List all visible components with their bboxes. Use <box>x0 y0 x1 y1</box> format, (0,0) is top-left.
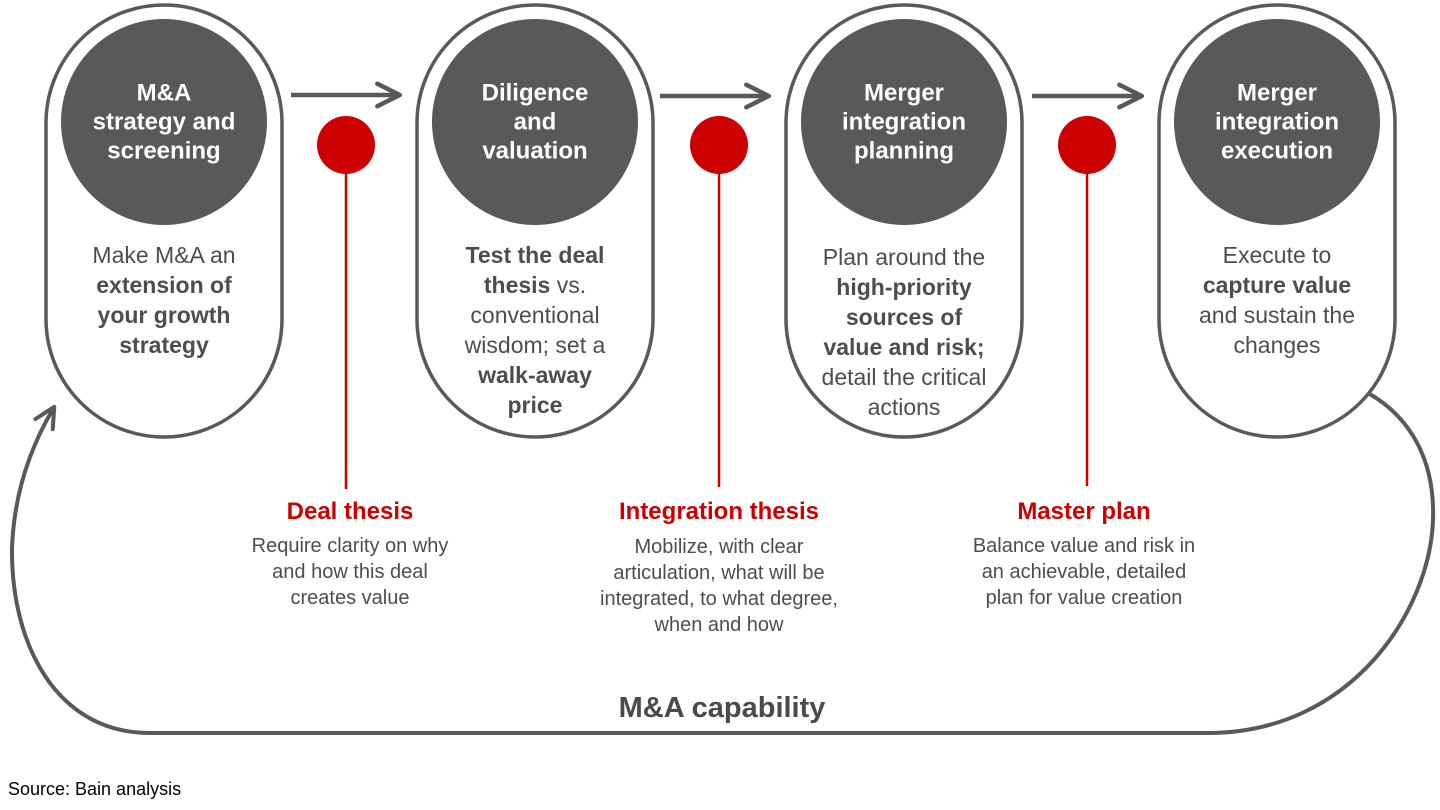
milestone-title-deal-thesis: Deal thesis <box>286 498 414 525</box>
milestone-desc-integration-thesis: Mobilize, with clear articulation, what … <box>600 536 838 636</box>
desc-segment: walk-away price <box>478 362 592 418</box>
desc-segment: high-priority sources of value and risk; <box>823 274 985 360</box>
stage-desc-strategy: Make M&A an extension of your growth str… <box>80 240 248 360</box>
stage-title-diligence: Diligence and valuation <box>481 79 589 165</box>
milestone-dot-integration-thesis <box>690 116 748 174</box>
desc-segment: Plan around the <box>822 244 986 270</box>
desc-segment: Execute to <box>1222 242 1332 268</box>
milestone-desc-master-plan: Balance value and risk in an achievable,… <box>972 535 1196 609</box>
stage-desc-planning: Plan around the high-priority sources of… <box>820 242 988 422</box>
milestone-title-master-plan: Master plan <box>1017 498 1151 525</box>
desc-segment: extension of your growth strategy <box>96 272 232 358</box>
milestone-dot-master-plan <box>1058 116 1116 174</box>
desc-segment: Test the deal thesis <box>465 242 605 298</box>
desc-segment: Make M&A an <box>92 242 236 268</box>
stage-desc-diligence: Test the deal thesis vs. conventional wi… <box>451 240 619 420</box>
stage-title-planning: Merger integration planning <box>842 79 966 165</box>
stage-title-execution: Merger integration execution <box>1215 79 1339 165</box>
desc-segment: vs. conventional wisdom; set a <box>464 272 606 358</box>
stage-circle-diligence <box>432 19 638 225</box>
stage-circle-strategy <box>61 19 267 225</box>
stage-title-strategy: M&A strategy and screening <box>92 79 236 165</box>
milestone-title-integration-thesis: Integration thesis <box>618 498 820 525</box>
stage-desc-execution: Execute to capture value and sustain the… <box>1193 240 1361 360</box>
ma-capability-loop-arrow <box>9 391 1436 735</box>
stage-circle-planning <box>801 19 1007 225</box>
stage-circle-execution <box>1174 19 1380 225</box>
loop-label: M&A capability <box>618 692 826 724</box>
desc-segment: and sustain the changes <box>1198 302 1355 358</box>
desc-segment: detail the critical actions <box>821 364 987 420</box>
milestone-dot-deal-thesis <box>317 116 375 174</box>
desc-segment: capture value <box>1202 272 1352 298</box>
milestone-desc-deal-thesis: Require clarity on why and how this deal… <box>251 535 449 609</box>
source-note: Source: Bain analysis <box>8 779 182 799</box>
